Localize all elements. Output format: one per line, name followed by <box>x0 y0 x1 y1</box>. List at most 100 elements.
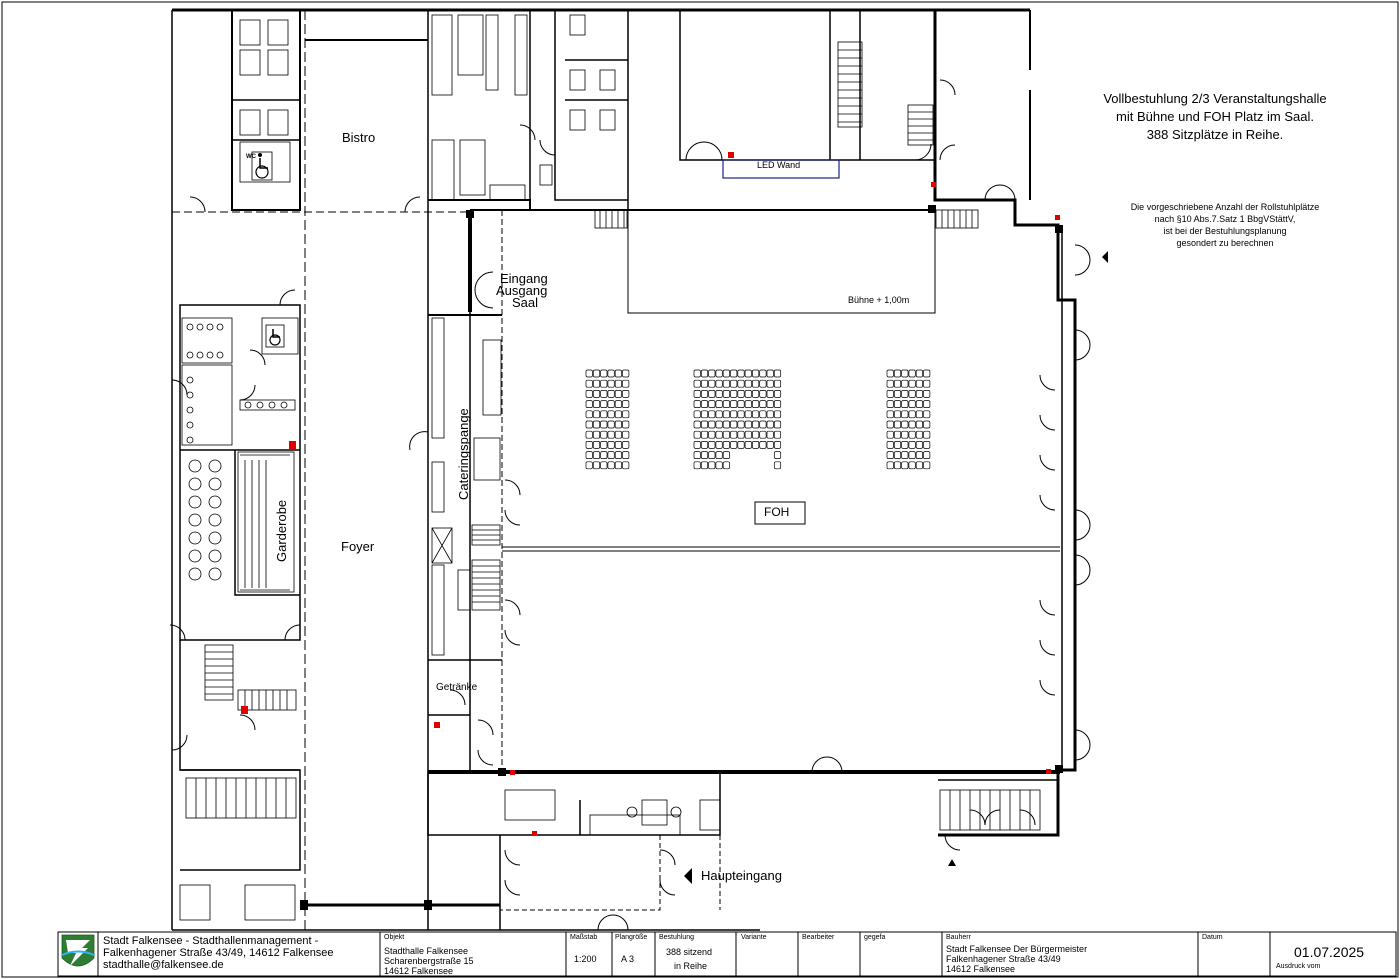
seat <box>622 410 630 419</box>
seat <box>759 369 767 378</box>
seat <box>752 410 760 419</box>
seat <box>693 430 701 439</box>
seat <box>901 441 909 449</box>
seat <box>700 369 709 378</box>
seat <box>752 430 760 439</box>
seat <box>592 430 601 439</box>
description-line-1: Vollbestuhlung 2/3 Veranstaltungshalle <box>1103 91 1327 106</box>
seat <box>744 410 752 419</box>
seat <box>915 369 923 378</box>
seat <box>708 390 716 398</box>
seat <box>585 441 593 449</box>
seat <box>915 379 923 388</box>
seat <box>693 461 701 470</box>
seat <box>901 451 909 459</box>
led-wall-label: LED Wand <box>757 160 801 170</box>
seat <box>700 379 709 388</box>
wheelchair-note-line-1: Die vorgeschriebene Anzahl der Rollstuhl… <box>1130 202 1320 212</box>
seat <box>693 400 701 408</box>
seat <box>585 430 593 439</box>
bauherr-line-1: Stadt Falkensee Der Bürgermeister <box>946 944 1088 954</box>
seat <box>886 441 894 449</box>
seat <box>592 400 601 408</box>
seat <box>901 461 909 470</box>
seat <box>708 420 716 429</box>
seat <box>715 441 723 449</box>
seat <box>886 451 894 459</box>
seat <box>893 400 902 408</box>
seat <box>915 451 923 459</box>
seating-area <box>585 369 931 470</box>
objekt-block: Stadthalle Falkensee Scharenbergstraße 1… <box>384 946 474 976</box>
room-label-saal: Saal <box>512 295 539 310</box>
seat <box>622 369 630 378</box>
seat <box>693 379 701 388</box>
seat <box>923 410 931 419</box>
seat <box>592 461 601 470</box>
seat <box>592 390 601 398</box>
seat <box>773 390 782 398</box>
seat <box>915 390 923 398</box>
seat <box>737 400 745 408</box>
wheelchair-icon <box>265 324 285 348</box>
seat <box>908 400 916 408</box>
seat <box>607 390 615 398</box>
room-label-ausgang: Ausgang <box>496 283 548 298</box>
seat <box>773 400 782 408</box>
seat <box>592 369 601 378</box>
foh-label: FOH <box>764 505 790 519</box>
seat <box>614 400 622 408</box>
seat <box>693 451 701 459</box>
seat <box>886 461 894 470</box>
seat <box>722 379 730 388</box>
room-label-cateringspange: Cateringspange <box>456 408 471 500</box>
gepr-label: gegefa <box>864 934 886 941</box>
seat <box>600 369 608 378</box>
seat <box>715 430 723 439</box>
seat <box>730 369 738 378</box>
variante-label: Variante <box>741 934 767 941</box>
seat <box>708 400 716 408</box>
seat <box>730 390 738 398</box>
seat <box>708 410 716 419</box>
seat <box>773 410 782 419</box>
seat <box>752 441 760 449</box>
seat <box>708 461 716 470</box>
seat <box>923 420 931 429</box>
title-block <box>57 931 1397 977</box>
seat <box>744 441 752 449</box>
seat <box>607 369 615 378</box>
bestuhlung-line-2: in Reihe <box>674 961 708 971</box>
seat <box>737 420 745 429</box>
seat <box>893 441 902 449</box>
seat <box>737 430 745 439</box>
seat <box>744 369 752 378</box>
seat <box>592 410 601 419</box>
seat <box>607 441 615 449</box>
org-line-2: Falkenhagener Straße 43/49, 14612 Falken… <box>103 947 334 959</box>
seat <box>730 420 738 429</box>
seat <box>737 390 745 398</box>
seat <box>901 430 909 439</box>
seat <box>614 451 622 459</box>
seat <box>923 400 931 408</box>
room-label-garderobe: Garderobe <box>274 499 289 562</box>
room-label-haupteingang: Haupteingang <box>701 868 782 883</box>
seat <box>600 451 608 459</box>
wheelchair-note: Die vorgeschriebene Anzahl der Rollstuhl… <box>1090 201 1360 249</box>
seat <box>730 400 738 408</box>
seat <box>722 369 730 378</box>
seat <box>773 379 782 388</box>
stage-label: Bühne + 1,00m <box>848 295 910 305</box>
seat <box>722 420 730 429</box>
seat <box>773 451 782 459</box>
seat <box>614 379 622 388</box>
plangroesse-value: A 3 <box>621 954 635 964</box>
seat <box>700 430 709 439</box>
seat <box>592 379 601 388</box>
seat <box>693 410 701 419</box>
seat <box>607 451 615 459</box>
seat <box>722 461 730 470</box>
seat <box>886 400 894 408</box>
